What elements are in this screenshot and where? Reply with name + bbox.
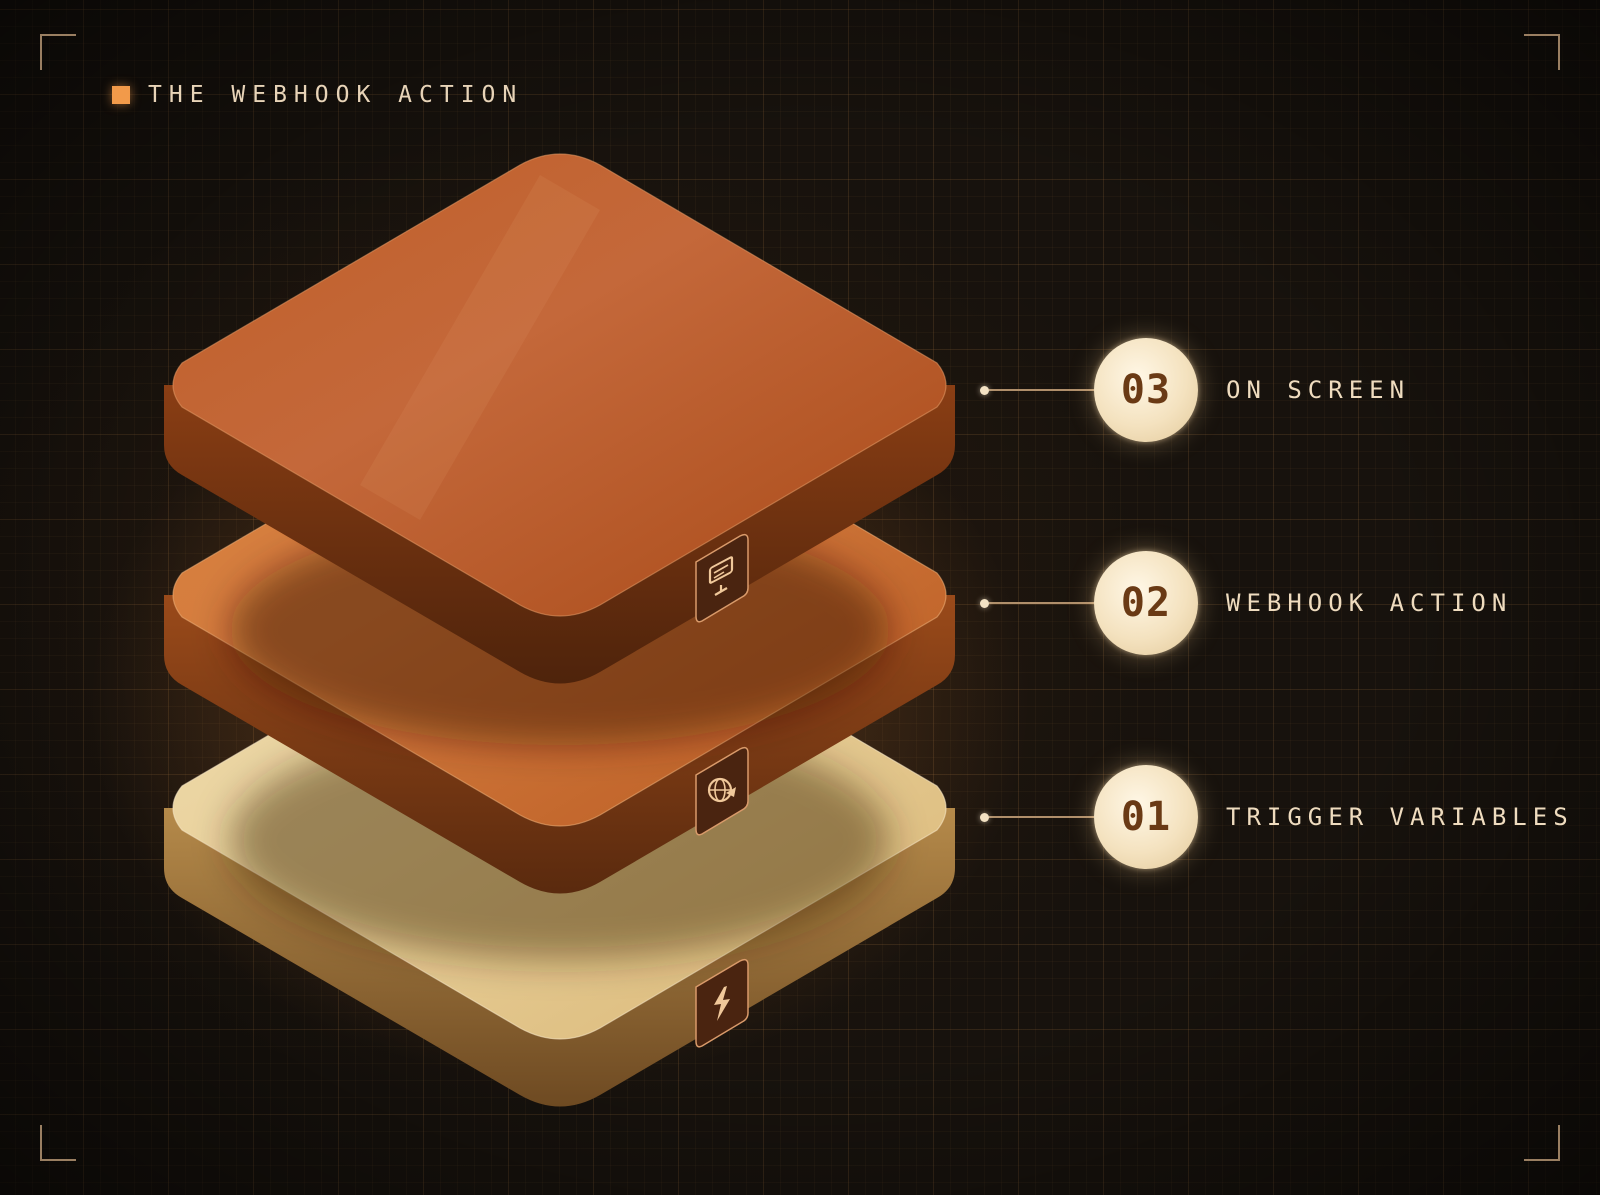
layer-label-text: ON SCREEN	[1226, 376, 1411, 404]
title-square-icon	[112, 86, 130, 104]
layer-label-02: 02 WEBHOOK ACTION	[980, 551, 1513, 655]
corner-mark-bottom-right	[1524, 1125, 1560, 1161]
monitor-icon	[695, 533, 749, 623]
connector-dot	[980, 598, 989, 608]
layer-label-03: 03 ON SCREEN	[980, 338, 1411, 442]
corner-mark-bottom-left	[40, 1125, 76, 1161]
connector-line	[989, 816, 1094, 818]
layer-03-slab	[164, 153, 955, 684]
connector-dot	[980, 385, 989, 395]
lightning-icon	[695, 958, 749, 1048]
connector-dot	[980, 812, 989, 822]
title-text: THE WEBHOOK ACTION	[148, 82, 524, 108]
layer-label-text: WEBHOOK ACTION	[1226, 589, 1513, 617]
layer-number-badge: 03	[1094, 338, 1198, 442]
layer-label-01: 01 TRIGGER VARIABLES	[980, 765, 1574, 869]
corner-mark-top-left	[40, 34, 76, 70]
layer-number-badge: 02	[1094, 551, 1198, 655]
diagram-title: THE WEBHOOK ACTION	[112, 82, 523, 108]
corner-mark-top-right	[1524, 34, 1560, 70]
globe-arrow-icon	[695, 746, 749, 836]
layer-label-text: TRIGGER VARIABLES	[1226, 803, 1574, 831]
connector-line	[989, 389, 1094, 391]
connector-line	[989, 602, 1094, 604]
layer-number-badge: 01	[1094, 765, 1198, 869]
